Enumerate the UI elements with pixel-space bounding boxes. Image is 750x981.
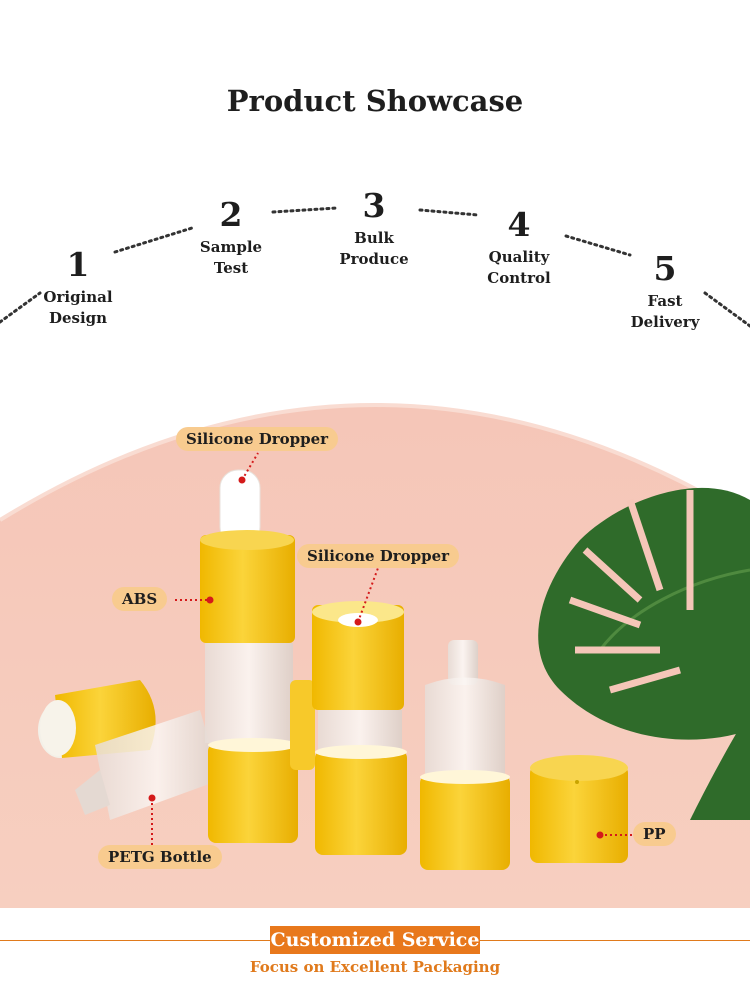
step-bulk-produce: 3 Bulk Produce (324, 189, 424, 270)
step-label: Quality Control (469, 247, 569, 289)
callout-petg-bottle: PETG Bottle (98, 845, 222, 869)
step-label: Original Design (28, 287, 128, 329)
product-photo: Silicone Dropper Silicone Dropper ABS PE… (0, 350, 750, 908)
step-quality-control: 4 Quality Control (469, 208, 569, 289)
leaf-icon (538, 487, 750, 820)
step-label-line2: Produce (339, 250, 409, 268)
step-number: 4 (507, 205, 531, 244)
process-dotted-arc (0, 206, 750, 328)
step-label-line1: Bulk (354, 229, 394, 247)
step-fast-delivery: 5 Fast Delivery (615, 252, 715, 333)
step-number: 2 (219, 195, 243, 234)
product-illustration (0, 403, 750, 908)
step-label: Bulk Produce (324, 228, 424, 270)
step-sample-test: 2 Sample Test (181, 198, 281, 279)
step-label: Sample Test (181, 237, 281, 279)
page-title: Product Showcase (226, 84, 524, 118)
step-label-line1: Original (43, 288, 113, 306)
callout-silicone-dropper-2: Silicone Dropper (297, 544, 460, 568)
step-label-line1: Fast (647, 292, 683, 310)
callout-pp: PP (633, 822, 676, 846)
step-label-line2: Design (48, 309, 108, 327)
step-label-line2: Control (487, 269, 551, 287)
step-label-line1: Quality (488, 248, 550, 266)
step-label-line1: Sample (199, 238, 263, 256)
footer-title: Customized Service (270, 926, 480, 954)
step-number: 1 (66, 245, 90, 284)
step-label-line2: Delivery (630, 313, 700, 331)
step-number: 5 (653, 249, 677, 288)
step-original-design: 1 Original Design (28, 248, 128, 329)
step-label-line2: Test (213, 259, 249, 277)
callout-silicone-dropper-1: Silicone Dropper (176, 427, 339, 451)
step-label: Fast Delivery (615, 291, 715, 333)
step-number: 3 (362, 186, 386, 225)
footer-subtitle: Focus on Excellent Packaging (249, 958, 501, 976)
callout-abs: ABS (112, 587, 168, 611)
